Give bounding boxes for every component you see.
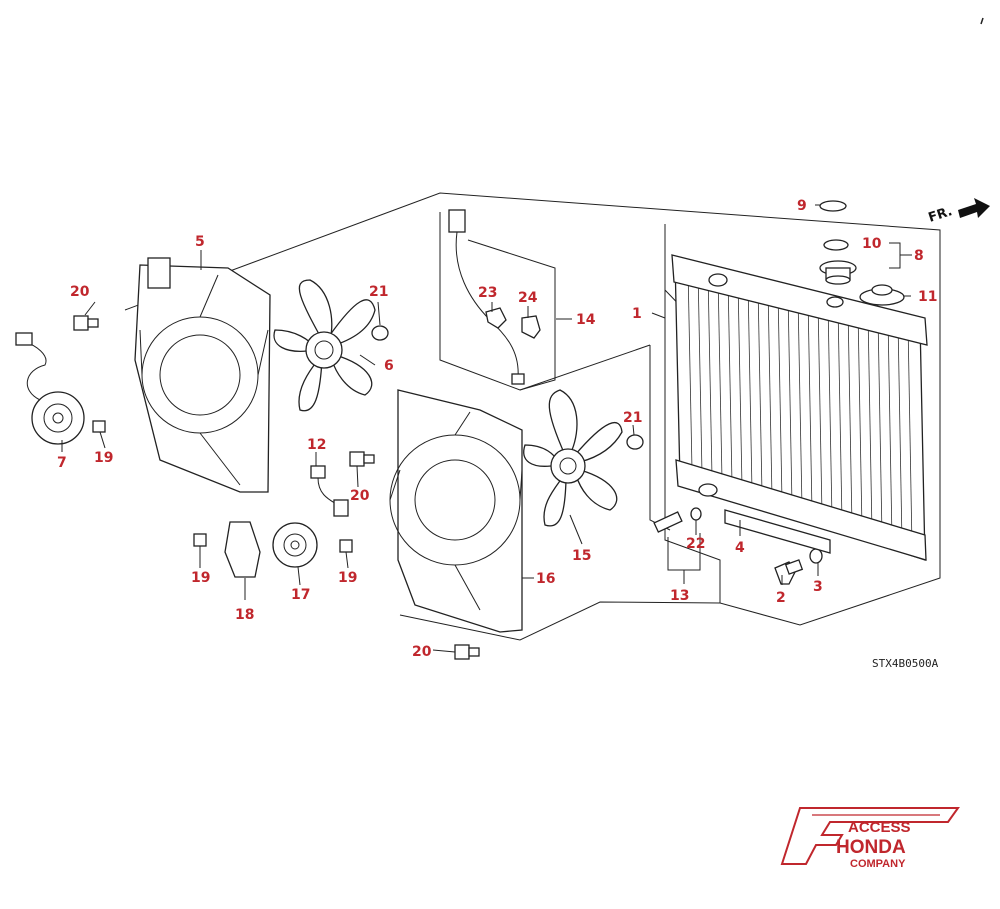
fan-switch — [653, 511, 683, 533]
bolt-19-a — [92, 420, 106, 433]
callout-3: 3 — [813, 579, 823, 595]
callout-14: 14 — [576, 312, 596, 328]
callout-20-b: 20 — [350, 488, 370, 504]
callout-leaders — [61, 204, 912, 653]
callout-5: 5 — [195, 234, 205, 250]
callout-24: 24 — [518, 290, 538, 306]
svg-text:HONDA: HONDA — [836, 837, 906, 858]
connector-12 — [310, 465, 349, 517]
radiator — [671, 254, 928, 561]
callout-11: 11 — [918, 289, 937, 305]
callout-7: 7 — [57, 455, 67, 471]
svg-text:FR.: FR. — [927, 204, 955, 226]
lower-radiator-bar — [724, 509, 831, 554]
callout-21-a: 21 — [369, 284, 388, 300]
callout-21-b: 21 — [623, 410, 642, 426]
drain-plug — [774, 559, 804, 585]
callout-19-c: 19 — [338, 570, 357, 586]
callout-8: 8 — [914, 248, 924, 264]
bolt-20-c — [454, 644, 480, 660]
radiator-cap — [819, 260, 857, 285]
callout-19-a: 19 — [94, 450, 113, 466]
cooling-fan-left — [273, 279, 376, 412]
callout-1: 1 — [632, 306, 642, 322]
o-ring-9 — [819, 200, 847, 212]
callout-6: 6 — [384, 358, 394, 374]
callout-23: 23 — [478, 285, 497, 301]
access-honda-logo: ACCESS HONDA COMPANY — [780, 807, 960, 870]
callout-12: 12 — [307, 437, 326, 453]
bolt-20-a — [73, 315, 99, 331]
clamp-23 — [485, 307, 507, 329]
callout-labels: 1 2 3 4 5 6 7 8 9 10 11 12 13 14 15 16 1… — [57, 198, 937, 660]
drain-plug-o-ring — [809, 548, 823, 564]
fan-motor-left — [15, 332, 85, 445]
gasket-10 — [823, 239, 849, 251]
callout-10: 10 — [862, 236, 882, 252]
callout-15: 15 — [572, 548, 591, 564]
clamp-24 — [521, 315, 541, 339]
corner-mark — [980, 17, 984, 25]
fan-resistor-18 — [224, 521, 261, 578]
bolt-20-b — [349, 451, 375, 467]
fan-motor-right — [272, 522, 318, 568]
bolt-19-c — [339, 539, 353, 553]
cooling-fan-right — [523, 389, 623, 527]
callout-18: 18 — [235, 607, 254, 623]
nut-21-a — [371, 325, 389, 341]
front-direction-indicator: FR. — [927, 198, 990, 226]
o-ring-22 — [690, 507, 702, 521]
svg-text:COMPANY: COMPANY — [850, 858, 906, 870]
callout-13: 13 — [670, 588, 689, 604]
diagram-code: STX4B0500A — [872, 657, 939, 670]
svg-text:ACCESS: ACCESS — [848, 819, 911, 836]
front-arrow-icon — [958, 198, 990, 218]
bolt-19-b — [193, 533, 207, 547]
callout-9: 9 — [797, 198, 807, 214]
callout-20-c: 20 — [412, 644, 432, 660]
callout-19-b: 19 — [191, 570, 210, 586]
callout-4: 4 — [735, 540, 745, 556]
callout-2: 2 — [776, 590, 786, 606]
fan-shroud-left — [134, 257, 271, 493]
callout-17: 17 — [291, 587, 310, 603]
nut-21-b — [626, 434, 644, 450]
callout-16: 16 — [536, 571, 555, 587]
callout-22: 22 — [686, 536, 705, 552]
callout-20-a: 20 — [70, 284, 90, 300]
fan-shroud-right — [389, 389, 523, 633]
cap-11 — [859, 284, 905, 306]
